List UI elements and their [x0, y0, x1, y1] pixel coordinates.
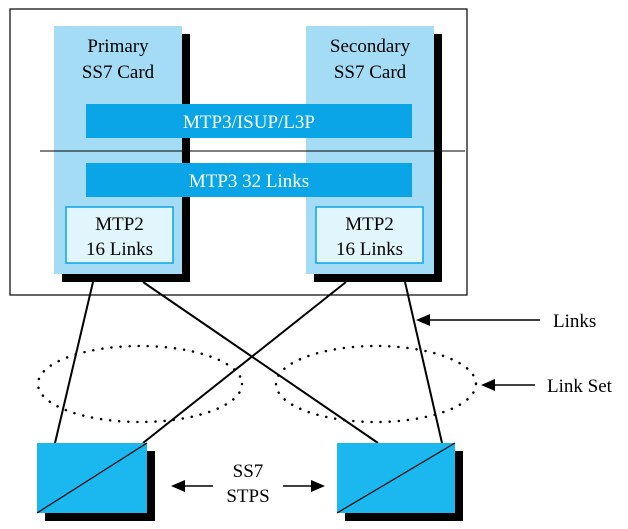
link-secondary-to-right-stp	[404, 281, 443, 444]
link-secondary-to-left-stp	[142, 281, 347, 444]
primary-card-title-line1: Primary	[87, 36, 149, 57]
mtp3-isup-l3p-label: MTP3/ISUP/L3P	[183, 112, 315, 133]
primary-card-title-line2: SS7 Card	[82, 62, 155, 83]
link-set-ellipse-right	[274, 344, 478, 424]
stps-label-line2: STPS	[226, 486, 269, 507]
left-stp-diagonal	[36, 442, 148, 514]
mtp3-isup-l3p-bar	[86, 104, 412, 138]
primary-mtp2-line2: 16 Links	[86, 239, 153, 260]
stps-arrowhead-left	[171, 480, 185, 492]
link-primary-to-left-stp	[54, 281, 94, 444]
secondary-card-title-line2: SS7 Card	[334, 62, 407, 83]
link-set-ellipse-left	[36, 344, 244, 424]
mtp3-32-links-label: MTP3 32 Links	[189, 171, 309, 192]
link-primary-to-right-stp	[142, 281, 379, 444]
secondary-mtp2-line1: MTP2	[345, 214, 394, 235]
stps-label-backdrop	[213, 461, 283, 509]
stps-label-line1: SS7	[233, 461, 264, 482]
link-set-callout-arrowhead	[481, 379, 495, 391]
stps-arrowhead-right	[311, 480, 325, 492]
primary-mtp2-box	[65, 206, 174, 264]
secondary-mtp2-box	[315, 206, 424, 264]
mtp3-32-links-bar	[86, 163, 412, 197]
links-callout-arrowhead	[416, 314, 430, 326]
secondary-card-title-line1: Secondary	[330, 36, 411, 57]
link-set-callout-label: Link Set	[547, 376, 613, 397]
links-callout-label: Links	[553, 311, 596, 332]
primary-mtp2-line1: MTP2	[95, 214, 144, 235]
right-stp-diagonal	[336, 442, 456, 514]
secondary-mtp2-line2: 16 Links	[336, 239, 403, 260]
